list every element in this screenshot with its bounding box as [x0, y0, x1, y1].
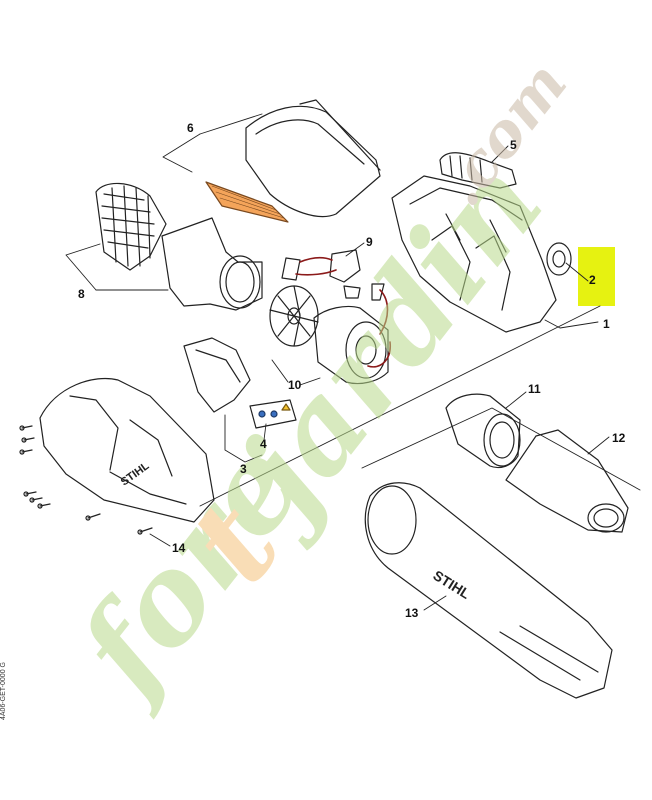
part-14-screws	[19, 425, 153, 535]
callout-5[interactable]: 5	[510, 138, 517, 152]
part-5-grip	[439, 152, 517, 189]
leader-8-a	[65, 243, 101, 291]
callout-1[interactable]: 1	[603, 317, 610, 331]
part-6-cover	[245, 99, 381, 218]
callout-13[interactable]: 13	[405, 606, 419, 620]
callout-3[interactable]: 3	[240, 462, 247, 476]
part-12-nozzle	[505, 429, 629, 533]
callout-6[interactable]: 6	[187, 121, 194, 135]
part-13-tube	[364, 482, 613, 699]
leader-6-bracket	[162, 133, 201, 173]
leader-3	[224, 414, 263, 463]
leader-2	[565, 262, 589, 282]
callout-14[interactable]: 14	[172, 541, 186, 555]
leader-lines	[65, 113, 641, 611]
callout-8[interactable]: 8	[78, 287, 85, 301]
brand-mark-tube: STIHL	[430, 567, 473, 602]
callout-10[interactable]: 10	[288, 378, 302, 392]
leader-14	[149, 533, 171, 547]
callout-11[interactable]: 11	[528, 382, 541, 396]
callout-9[interactable]: 9	[366, 235, 373, 249]
part-2-disc	[546, 242, 572, 276]
part-8-grille	[95, 182, 167, 271]
part-11-nozzle-ring	[445, 393, 521, 469]
callout-4[interactable]: 4	[260, 437, 267, 451]
part-10-motor	[313, 289, 391, 385]
brand-mark-shell: STIHL	[119, 460, 152, 489]
part-4-label	[249, 399, 297, 429]
leader-1	[544, 319, 599, 329]
leader-5	[491, 145, 509, 163]
callout-12[interactable]: 12	[612, 431, 626, 445]
leader-1-long	[199, 305, 601, 507]
leader-9	[345, 242, 365, 257]
drawing-code-suffix: G	[0, 662, 7, 668]
drawing-code: 4A06-GET-0000 G	[0, 640, 14, 720]
part-intake-housing	[161, 217, 263, 311]
leader-10-b	[299, 377, 321, 386]
leader-10-a	[271, 359, 289, 383]
part-10-fan	[269, 285, 319, 347]
part-left-shell	[39, 377, 215, 523]
callout-2-highlight	[578, 247, 615, 306]
part-1-housing	[391, 175, 557, 333]
drawing-code-text: 4A06-GET-0000	[0, 669, 7, 720]
part-3-duct	[183, 337, 251, 413]
part-9-electronics	[281, 249, 385, 301]
leader-6	[199, 113, 263, 135]
leader-13-bracket	[361, 407, 641, 491]
callout-2[interactable]: 2	[589, 273, 596, 287]
leader-11	[505, 391, 527, 409]
leader-12	[587, 436, 610, 455]
part-6-filter	[205, 181, 289, 223]
